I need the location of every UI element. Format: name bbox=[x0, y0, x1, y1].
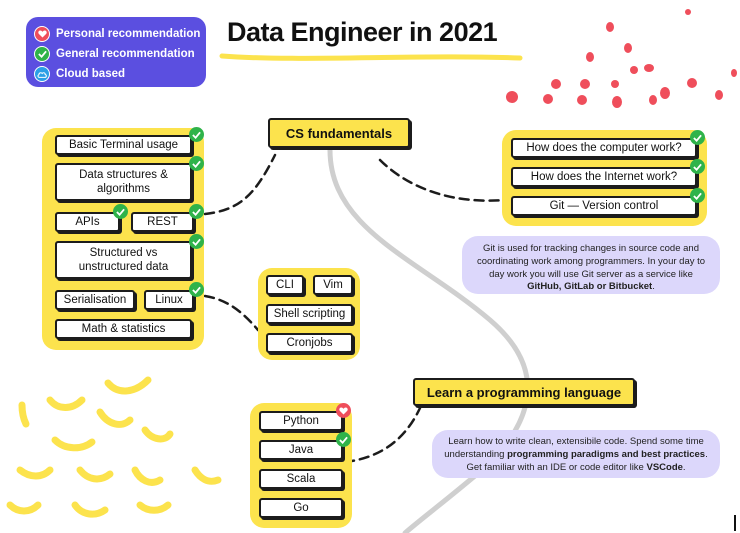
check-icon bbox=[189, 204, 204, 219]
topic-how-computer[interactable]: How does the computer work? bbox=[511, 138, 697, 158]
git-note-end: . bbox=[652, 281, 655, 293]
topic-linux[interactable]: Linux bbox=[144, 290, 194, 310]
legend: Personal recommendation General recommen… bbox=[26, 17, 206, 87]
programming-note-b1: programming paradigms and best practices bbox=[507, 448, 706, 460]
heart-icon bbox=[34, 26, 50, 42]
topic-math-statistics[interactable]: Math & statistics bbox=[55, 319, 192, 339]
check-icon bbox=[189, 127, 204, 142]
check-icon bbox=[189, 282, 204, 297]
heart-icon bbox=[336, 403, 351, 418]
git-note-bold: GitHub, GitLab or Bitbucket bbox=[527, 281, 653, 293]
git-note-text: Git is used for tracking changes in sour… bbox=[476, 243, 706, 280]
tool-cli[interactable]: CLI bbox=[266, 275, 304, 295]
check-icon bbox=[690, 130, 705, 145]
check-icon bbox=[113, 204, 128, 219]
topic-apis[interactable]: APIs bbox=[55, 212, 120, 232]
check-icon bbox=[34, 46, 50, 62]
lang-python[interactable]: Python bbox=[259, 411, 343, 431]
programming-note-b2: VSCode bbox=[646, 461, 683, 473]
legend-personal-label: Personal recommendation bbox=[56, 28, 201, 40]
topic-basic-terminal[interactable]: Basic Terminal usage bbox=[55, 135, 192, 155]
tool-shell-scripting[interactable]: Shell scripting bbox=[266, 304, 353, 324]
lang-go[interactable]: Go bbox=[259, 498, 343, 518]
legend-personal: Personal recommendation bbox=[34, 26, 200, 42]
topic-how-internet[interactable]: How does the Internet work? bbox=[511, 167, 697, 187]
programming-note-p1: Learn how to write clean, extensibile co… bbox=[444, 436, 704, 460]
check-icon bbox=[690, 188, 705, 203]
check-icon bbox=[189, 156, 204, 171]
check-icon bbox=[336, 432, 351, 447]
programming-node[interactable]: Learn a programming language bbox=[413, 378, 635, 406]
legend-general-label: General recommendation bbox=[56, 48, 195, 60]
legend-cloud: Cloud based bbox=[34, 66, 125, 82]
lang-scala[interactable]: Scala bbox=[259, 469, 343, 489]
git-note: Git is used for tracking changes in sour… bbox=[462, 236, 720, 294]
check-icon bbox=[690, 159, 705, 174]
tool-cronjobs[interactable]: Cronjobs bbox=[266, 333, 353, 353]
topic-serialisation[interactable]: Serialisation bbox=[55, 290, 135, 310]
cs-topics-panel bbox=[42, 128, 204, 350]
check-icon bbox=[189, 234, 204, 249]
lang-java[interactable]: Java bbox=[259, 440, 343, 460]
topic-rest[interactable]: REST bbox=[131, 212, 194, 232]
cloud-icon bbox=[34, 66, 50, 82]
legend-cloud-label: Cloud based bbox=[56, 68, 126, 80]
cs-fundamentals-node[interactable]: CS fundamentals bbox=[268, 118, 410, 148]
programming-note: Learn how to write clean, extensibile co… bbox=[432, 430, 720, 478]
topic-data-structures[interactable]: Data structures & algorithms bbox=[55, 163, 192, 201]
topic-structured-data[interactable]: Structured vs unstructured data bbox=[55, 241, 192, 279]
text-cursor bbox=[734, 515, 736, 531]
tool-vim[interactable]: Vim bbox=[313, 275, 353, 295]
topic-git[interactable]: Git — Version control bbox=[511, 196, 697, 216]
page-title: Data Engineer in 2021 bbox=[227, 17, 498, 47]
programming-note-p3: . bbox=[682, 461, 686, 473]
programming-note-p2: . Get familiar with an IDE or code edito… bbox=[466, 448, 708, 473]
legend-general: General recommendation bbox=[34, 46, 195, 62]
